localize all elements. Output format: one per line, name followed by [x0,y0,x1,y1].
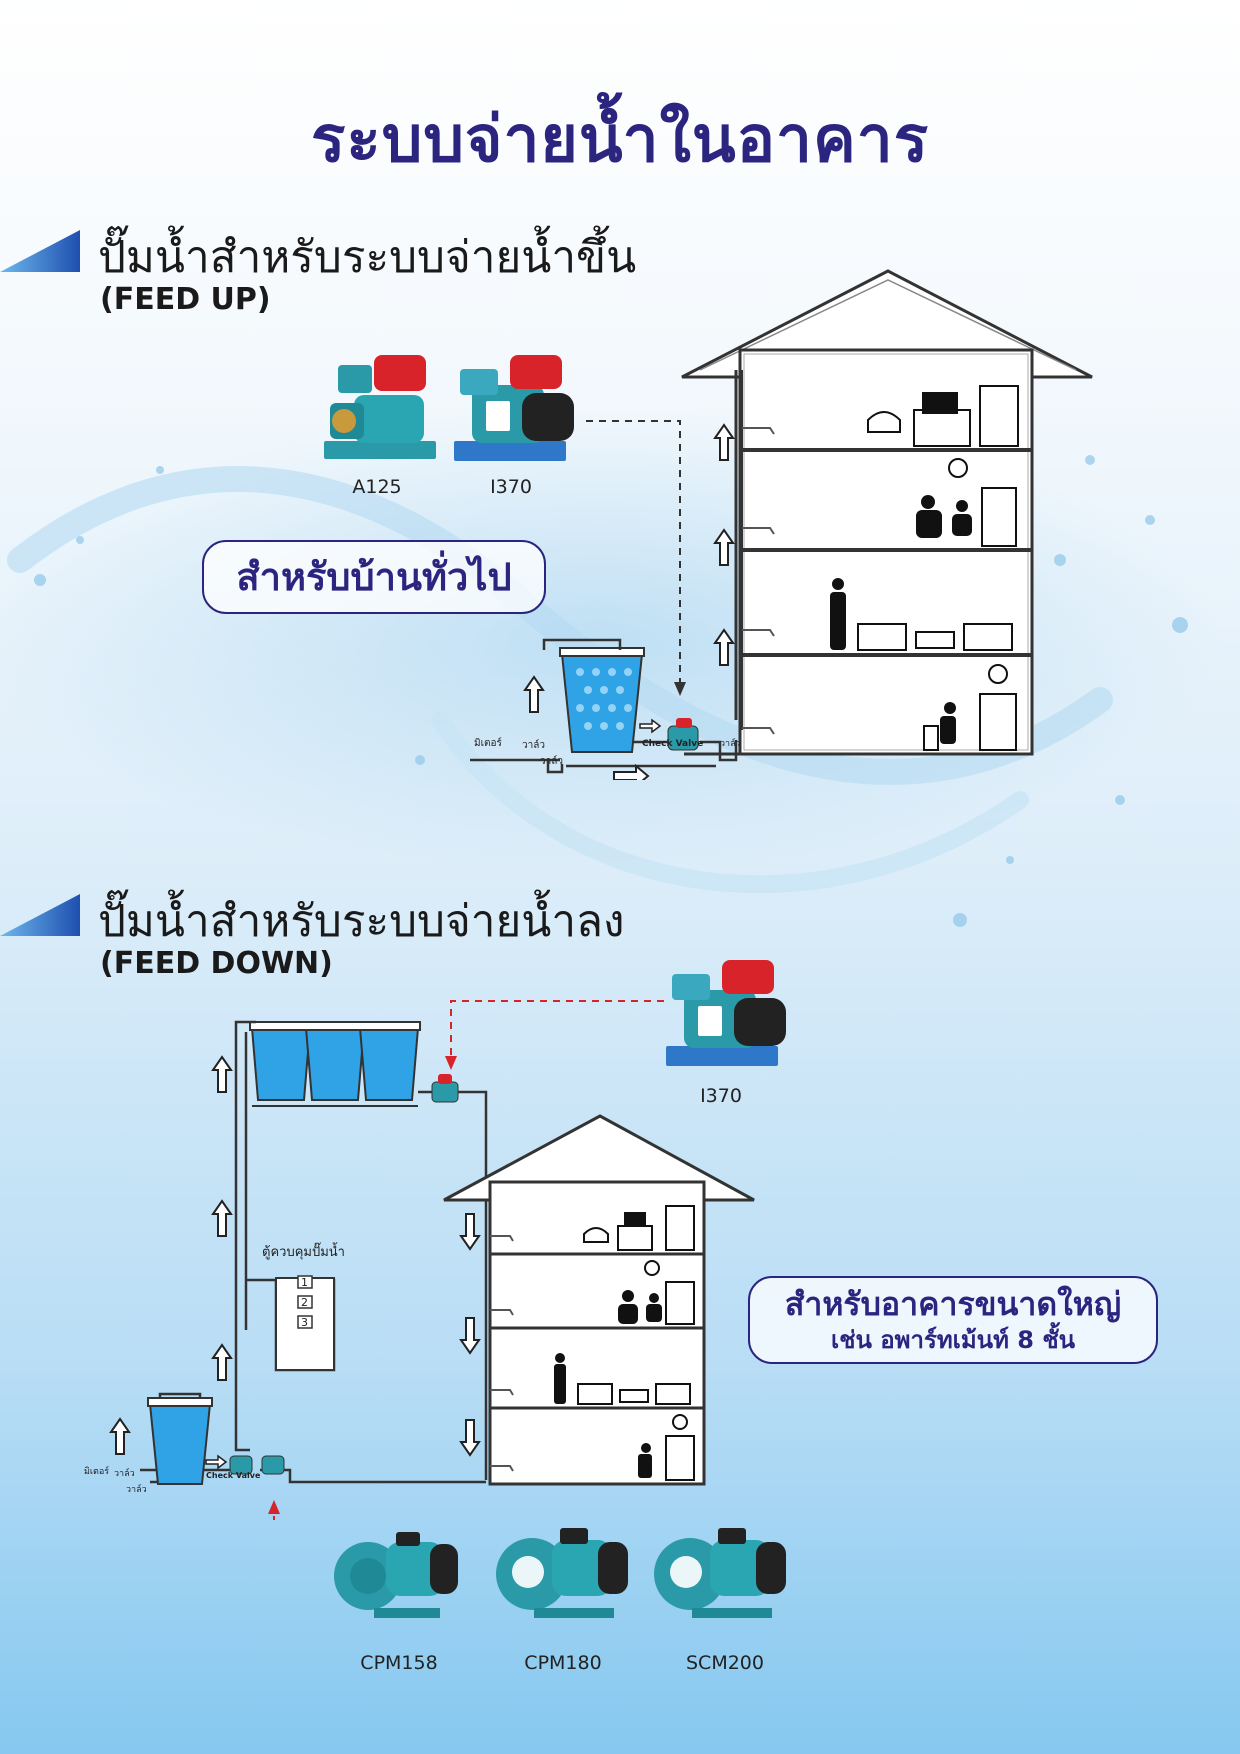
pump-cpm158-icon [334,1532,458,1618]
control-box-number-2: 2 [301,1296,308,1309]
pump-i370-top-icon [666,960,786,1066]
feed-down-badge-line2: เช่น อพาร์ทเม้นท์ 8 ชั้น [830,1326,1076,1354]
model-label-cpm180: CPM180 [524,1652,602,1674]
valve-label-5: วาล์ว [126,1483,147,1495]
valve-label-2: วาล์ว [540,755,563,767]
pump-scm200-icon [654,1528,786,1618]
control-box-label: ตู้ควบคุมปั๊มน้ำ [262,1242,345,1260]
feed-down-heading: ปั๊มน้ำสำหรับระบบจ่ายน้ำลง [98,896,625,947]
meter-label: มิเตอร์ [474,737,503,749]
valve-label-4: วาล์ว [114,1467,135,1479]
feed-up-house-diagram: มิเตอร์ วาล์ว วาล์ว Check Valve วาล์ว [470,269,1093,780]
model-label-scm200: SCM200 [686,1652,764,1674]
section-triangle-icon-2 [0,894,80,936]
check-valve-label: Check Valve [642,739,703,749]
model-label-cpm158: CPM158 [360,1652,438,1674]
pump-cpm180-icon [496,1528,628,1618]
feed-down-subheading: (FEED DOWN) [100,946,333,981]
model-label-a125: A125 [352,476,402,498]
feed-up-subheading: (FEED UP) [100,282,271,317]
model-label-i370-top: I370 [700,1085,742,1107]
pump-i370-icon [454,355,574,461]
check-valve-label-2: Check Valve [206,1471,261,1480]
feed-down-badge-line1: สำหรับอาคารขนาดใหญ่ [784,1285,1122,1323]
model-label-i370: I370 [490,476,532,498]
section-triangle-icon [0,230,80,272]
feed-up-badge: สำหรับบ้านทั่วไป [202,540,546,614]
feed-down-badge: สำหรับอาคารขนาดใหญ่ เช่น อพาร์ทเม้นท์ 8 … [748,1276,1158,1364]
feed-down-building-diagram: 1 2 3 ตู้ควบคุมปั๊มน้ำ [84,1000,755,1520]
page-title: ระบบจ่ายน้ำในอาคาร [310,103,930,177]
valve-label: วาล์ว [522,739,545,751]
control-box-number-1: 1 [301,1276,308,1289]
control-box-number-3: 3 [301,1316,308,1329]
valve-label-3: วาล์ว [720,737,741,749]
meter-label-2: มิเตอร์ [84,1465,109,1477]
pump-a125-icon [324,355,436,459]
feed-up-heading: ปั๊มน้ำสำหรับระบบจ่ายน้ำขึ้น [98,232,637,283]
